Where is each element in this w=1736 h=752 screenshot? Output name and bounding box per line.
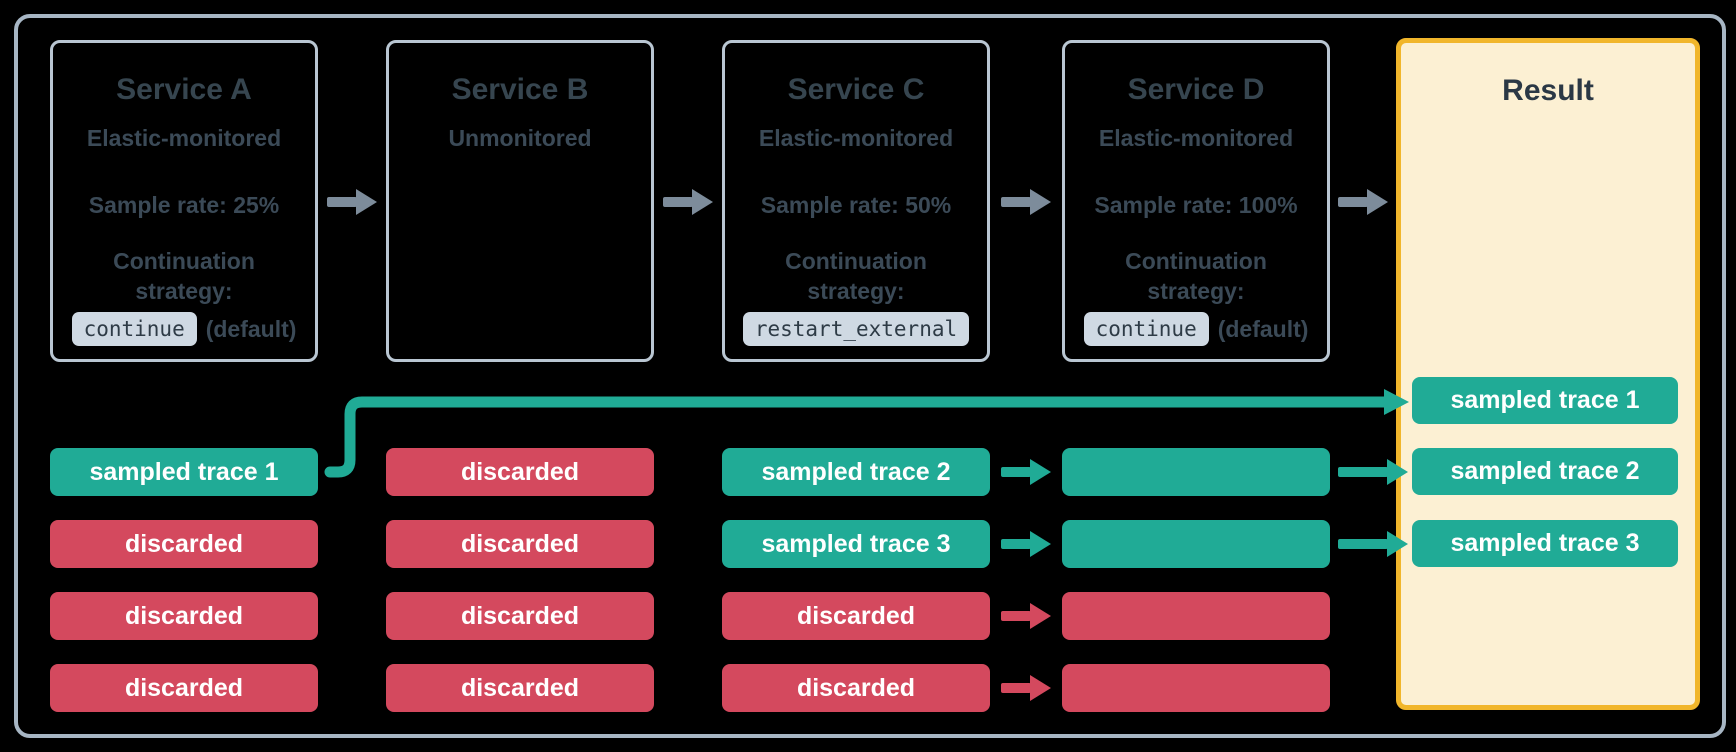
service-a-strategy-suffix: (default): [205, 315, 297, 342]
service-d-continuation-label: Continuation: [1125, 248, 1267, 274]
service-c-title: Service C: [787, 73, 925, 106]
service-d-sample-rate: Sample rate: 100%: [1094, 192, 1298, 218]
trace-bar-b1-label: discarded: [460, 458, 580, 486]
service-c-sample-rate: Sample rate: 50%: [760, 192, 952, 218]
trace-bar-d1: [1062, 448, 1330, 496]
result-title: Result: [1502, 74, 1594, 107]
trace-bar-c4-label: discarded: [796, 674, 916, 702]
trace-bar-b4-label: discarded: [460, 674, 580, 702]
service-d-box: Service D Elastic-monitored Sample rate:…: [1062, 40, 1330, 362]
service-d-strategy-row: continue (default): [1065, 312, 1327, 346]
service-a-strategy-row: continue (default): [53, 312, 315, 346]
trace-bar-a2: discarded: [50, 520, 318, 568]
service-a-strategy-code-chip: continue: [71, 312, 197, 346]
service-d-subtitle: Elastic-monitored: [1098, 125, 1294, 151]
row-arrow-icon-d2-result3: [1338, 531, 1408, 557]
trace-bar-d3: [1062, 592, 1330, 640]
service-b-subtitle: Unmonitored: [448, 125, 592, 151]
trace-bar-c4: discarded: [722, 664, 990, 712]
trace-bar-b4: discarded: [386, 664, 654, 712]
flow-arrow-icon-c-to-d: [1001, 189, 1051, 215]
service-c-subtitle: Elastic-monitored: [758, 125, 954, 151]
trace-bar-b2: discarded: [386, 520, 654, 568]
trace-bar-b2-label: discarded: [460, 530, 580, 558]
service-d-strategy-code-chip: continue: [1083, 312, 1209, 346]
trace-bar-a2-label: discarded: [124, 530, 244, 558]
service-a-title: Service A: [116, 73, 252, 106]
result-bar-3: sampled trace 3: [1412, 520, 1678, 567]
result-box: Result: [1396, 38, 1700, 710]
flow-arrow-icon-d-to-result: [1338, 189, 1388, 215]
trace-bar-a1: sampled trace 1: [50, 448, 318, 496]
trace-bar-a3: discarded: [50, 592, 318, 640]
trace-bar-c3: discarded: [722, 592, 990, 640]
result-bar-1-label: sampled trace 1: [1450, 386, 1640, 414]
service-a-strategy-label: strategy:: [135, 278, 233, 304]
service-a-subtitle: Elastic-monitored: [86, 125, 282, 151]
trace-bar-c3-label: discarded: [796, 602, 916, 630]
trace-bar-a3-label: discarded: [124, 602, 244, 630]
flow-arrow-icon-b-to-c: [663, 189, 713, 215]
service-b-title: Service B: [451, 73, 589, 106]
row-arrow-icon-c1-d1: [1001, 459, 1051, 485]
trace-bar-b3: discarded: [386, 592, 654, 640]
service-c-continuation-label: Continuation: [785, 248, 927, 274]
trace-bar-c2-label: sampled trace 3: [761, 530, 951, 558]
trace-bar-c1-label: sampled trace 2: [761, 458, 951, 486]
trace-bar-b3-label: discarded: [460, 602, 580, 630]
trace-bar-b1: discarded: [386, 448, 654, 496]
trace-bar-d4: [1062, 664, 1330, 712]
service-a-continuation-label: Continuation: [113, 248, 255, 274]
trace-bar-c2: sampled trace 3: [722, 520, 990, 568]
service-b-box: Service B Unmonitored: [386, 40, 654, 362]
trace-bar-d2: [1062, 520, 1330, 568]
service-a-box: Service A Elastic-monitored Sample rate:…: [50, 40, 318, 362]
row-arrow-icon-c2-d2: [1001, 531, 1051, 557]
row-arrow-icon-d1-result2: [1338, 459, 1408, 485]
row-arrow-icon-c4-d4: [1001, 675, 1051, 701]
result-bar-2-label: sampled trace 2: [1450, 457, 1640, 485]
trace-bar-a1-label: sampled trace 1: [89, 458, 279, 486]
diagram-frame: [14, 14, 1726, 738]
service-c-strategy-code-chip: restart_external: [742, 312, 970, 346]
result-bar-1: sampled trace 1: [1412, 377, 1678, 424]
service-c-box: Service C Elastic-monitored Sample rate:…: [722, 40, 990, 362]
service-d-strategy-suffix: (default): [1217, 315, 1309, 342]
trace-bar-a4-label: discarded: [124, 674, 244, 702]
result-bar-3-label: sampled trace 3: [1450, 529, 1640, 557]
service-c-strategy-label: strategy:: [807, 278, 905, 304]
trace-bar-a4: discarded: [50, 664, 318, 712]
row-arrow-icon-c3-d3: [1001, 603, 1051, 629]
service-a-sample-rate: Sample rate: 25%: [88, 192, 280, 218]
flow-arrow-icon-a-to-b: [327, 189, 377, 215]
result-bar-2: sampled trace 2: [1412, 448, 1678, 495]
service-c-strategy-row: restart_external: [725, 312, 987, 346]
trace-bar-c1: sampled trace 2: [722, 448, 990, 496]
service-d-strategy-label: strategy:: [1147, 278, 1245, 304]
service-d-title: Service D: [1127, 73, 1265, 106]
